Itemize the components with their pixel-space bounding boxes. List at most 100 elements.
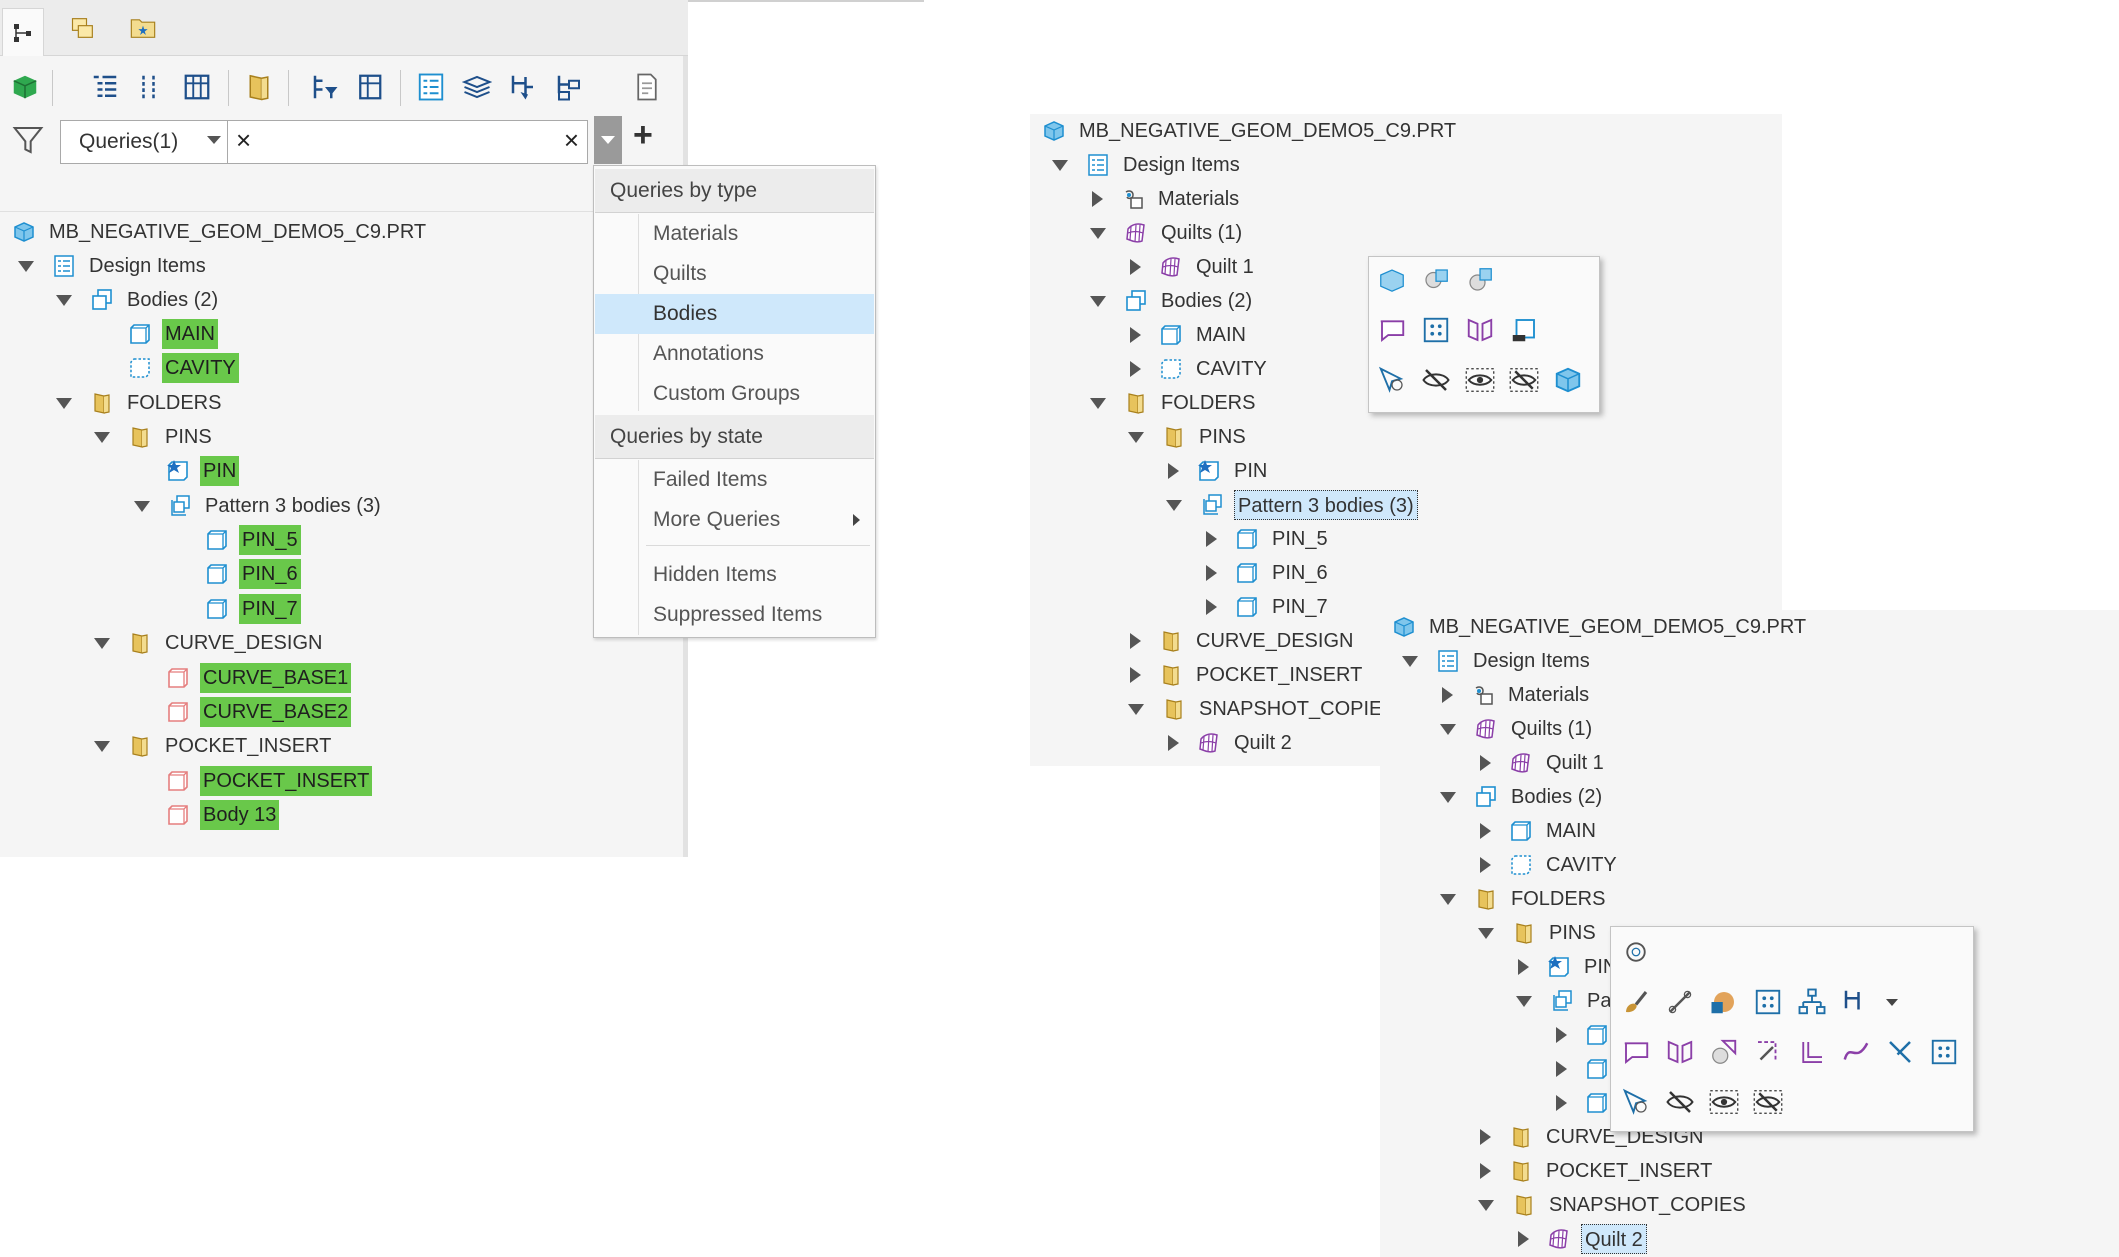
collapse-arrow-icon[interactable] (94, 740, 110, 752)
thicken-button[interactable] (1505, 311, 1543, 349)
boolean-button[interactable] (1417, 261, 1455, 299)
tree-row-pin[interactable]: PIN (166, 454, 240, 488)
tree-row-materials[interactable]: Materials (1092, 182, 1242, 216)
tree-row-root[interactable]: MB_NEGATIVE_GEOM_DEMO5_C9.PRT (1392, 610, 1809, 644)
more-options-dropdown[interactable] (1873, 983, 1911, 1021)
trim-button[interactable] (1881, 1033, 1919, 1071)
expand-arrow-icon[interactable] (1556, 1061, 1567, 1077)
tree-row-folders[interactable]: FOLDERS (1440, 882, 1608, 916)
tab-layers[interactable] (62, 8, 104, 48)
tree-row-design-items[interactable]: Design Items (1402, 644, 1593, 678)
hierarchy-button[interactable] (1837, 983, 1875, 1021)
tree-row-snapshot-copies[interactable]: SNAPSHOT_COPIES (1128, 692, 1399, 726)
tree-row-design-items[interactable]: Design Items (18, 249, 209, 283)
tree-row-root[interactable]: MB_NEGATIVE_GEOM_DEMO5_C9.PRT (12, 215, 429, 249)
clear-query-icon[interactable]: × (236, 125, 252, 155)
expand-arrow-icon[interactable] (1168, 463, 1179, 479)
collapse-all-button[interactable] (132, 68, 170, 106)
menu-item-bodies[interactable]: Bodies (595, 294, 874, 334)
columns-button[interactable] (178, 68, 216, 106)
tree-row-pattern-selected[interactable]: Pattern 3 bodies (3) (1166, 488, 1418, 522)
pattern-button[interactable] (1417, 311, 1455, 349)
tree-row-pocket-insert-folder[interactable]: POCKET_INSERT (94, 729, 334, 763)
zoom-to-selected-button[interactable] (1373, 361, 1411, 399)
expand-arrow-icon[interactable] (1130, 633, 1141, 649)
query-menu-toggle[interactable] (594, 116, 622, 164)
tree-row-pin5[interactable]: PIN_5 (1206, 522, 1331, 556)
tree-row-cavity[interactable]: CAVITY (1130, 352, 1270, 386)
tree-row-bodies[interactable]: Bodies (2) (1440, 780, 1605, 814)
menu-item-quilts[interactable]: Quilts (653, 262, 707, 285)
expand-arrow-icon[interactable] (1480, 857, 1491, 873)
collapse-arrow-icon[interactable] (1478, 1199, 1494, 1211)
expand-arrow-icon[interactable] (1556, 1027, 1567, 1043)
tree-row-pattern[interactable]: Pattern 3 bodies (3) (134, 489, 384, 523)
tab-model-tree[interactable] (2, 8, 44, 56)
curve-button[interactable] (1837, 1033, 1875, 1071)
tree-row-folders[interactable]: FOLDERS (1090, 386, 1258, 420)
expand-arrow-icon[interactable] (1518, 959, 1529, 975)
menu-item-hidden-items[interactable]: Hidden Items (653, 563, 777, 586)
expand-arrow-icon[interactable] (1480, 755, 1491, 771)
material-button[interactable] (1705, 983, 1743, 1021)
show-all-button[interactable] (6, 68, 44, 106)
annotation-button[interactable] (1617, 1033, 1655, 1071)
tree-row-quilt2-selected[interactable]: Quilt 2 (1518, 1222, 1647, 1256)
tree-row-bodies[interactable]: Bodies (2) (1090, 284, 1255, 318)
collapse-arrow-icon[interactable] (134, 500, 150, 512)
tree-row-curve-design[interactable]: CURVE_DESIGN (1130, 624, 1356, 658)
tree-row-pin5[interactable] (1556, 1018, 1619, 1052)
expand-arrow-icon[interactable] (1442, 687, 1453, 703)
collapse-arrow-icon[interactable] (1478, 927, 1494, 939)
collapse-arrow-icon[interactable] (1090, 295, 1106, 307)
collapse-arrow-icon[interactable] (94, 637, 110, 649)
tree-row-curve-base1[interactable]: CURVE_BASE1 (166, 661, 352, 695)
menu-item-suppressed-items[interactable]: Suppressed Items (653, 603, 823, 626)
tree-row-cavity[interactable]: CAVITY (128, 351, 239, 385)
menu-item-more-queries[interactable]: More Queries (595, 500, 874, 540)
queries-dropdown[interactable]: Queries(1) (60, 120, 228, 164)
collapse-arrow-icon[interactable] (94, 431, 110, 443)
expand-arrow-icon[interactable] (1092, 191, 1103, 207)
tree-columns-button[interactable] (350, 68, 388, 106)
design-items-button[interactable] (412, 68, 450, 106)
collapse-arrow-icon[interactable] (56, 397, 72, 409)
connect-button[interactable] (1661, 983, 1699, 1021)
collapse-arrow-icon[interactable] (1090, 227, 1106, 239)
tree-row-folders[interactable]: FOLDERS (56, 386, 224, 420)
expand-arrow-icon[interactable] (1168, 735, 1179, 751)
tree-row-pin7[interactable]: PIN_7 (1206, 590, 1331, 624)
clear-search-icon[interactable]: × (563, 125, 579, 155)
mirror-button[interactable] (1461, 311, 1499, 349)
collapse-arrow-icon[interactable] (1052, 159, 1068, 171)
tree-row-materials[interactable]: Materials (1442, 678, 1592, 712)
expand-arrow-icon[interactable] (1480, 1129, 1491, 1145)
collapse-arrow-icon[interactable] (1516, 995, 1532, 1007)
collapse-arrow-icon[interactable] (18, 260, 34, 272)
tree-row-pins[interactable]: PINS (1478, 916, 1599, 950)
body-properties-button[interactable] (1549, 361, 1587, 399)
references-button[interactable] (1793, 983, 1831, 1021)
offset-button[interactable] (1793, 1033, 1831, 1071)
annotation-button[interactable] (1373, 311, 1411, 349)
expand-arrow-icon[interactable] (1480, 823, 1491, 839)
menu-item-custom-groups[interactable]: Custom Groups (653, 382, 801, 405)
tree-row-pocket-insert[interactable]: POCKET_INSERT (1130, 658, 1365, 692)
settings-button[interactable] (628, 68, 666, 106)
tree-row-quilt1[interactable]: Quilt 1 (1480, 746, 1607, 780)
tree-row-cavity[interactable]: CAVITY (1480, 848, 1620, 882)
expand-arrow-icon[interactable] (1130, 259, 1141, 275)
menu-item-failed-items[interactable]: Failed Items (653, 468, 768, 491)
expand-arrow-icon[interactable] (1518, 1231, 1529, 1247)
hide-others-button[interactable] (1505, 361, 1543, 399)
hide-button[interactable] (1661, 1083, 1699, 1121)
tree-row-pocket-insert[interactable]: POCKET_INSERT (166, 764, 373, 798)
hide-button[interactable] (1417, 361, 1455, 399)
query-search-input[interactable]: × × (228, 120, 588, 164)
tree-row-quilts[interactable]: Quilts (1) (1440, 712, 1595, 746)
tree-row-pin[interactable]: PIN (1168, 454, 1270, 488)
collapse-arrow-icon[interactable] (56, 294, 72, 306)
menu-item-annotations[interactable]: Annotations (653, 342, 764, 365)
collapse-arrow-icon[interactable] (1440, 893, 1456, 905)
pattern-button-2[interactable] (1925, 1033, 1963, 1071)
